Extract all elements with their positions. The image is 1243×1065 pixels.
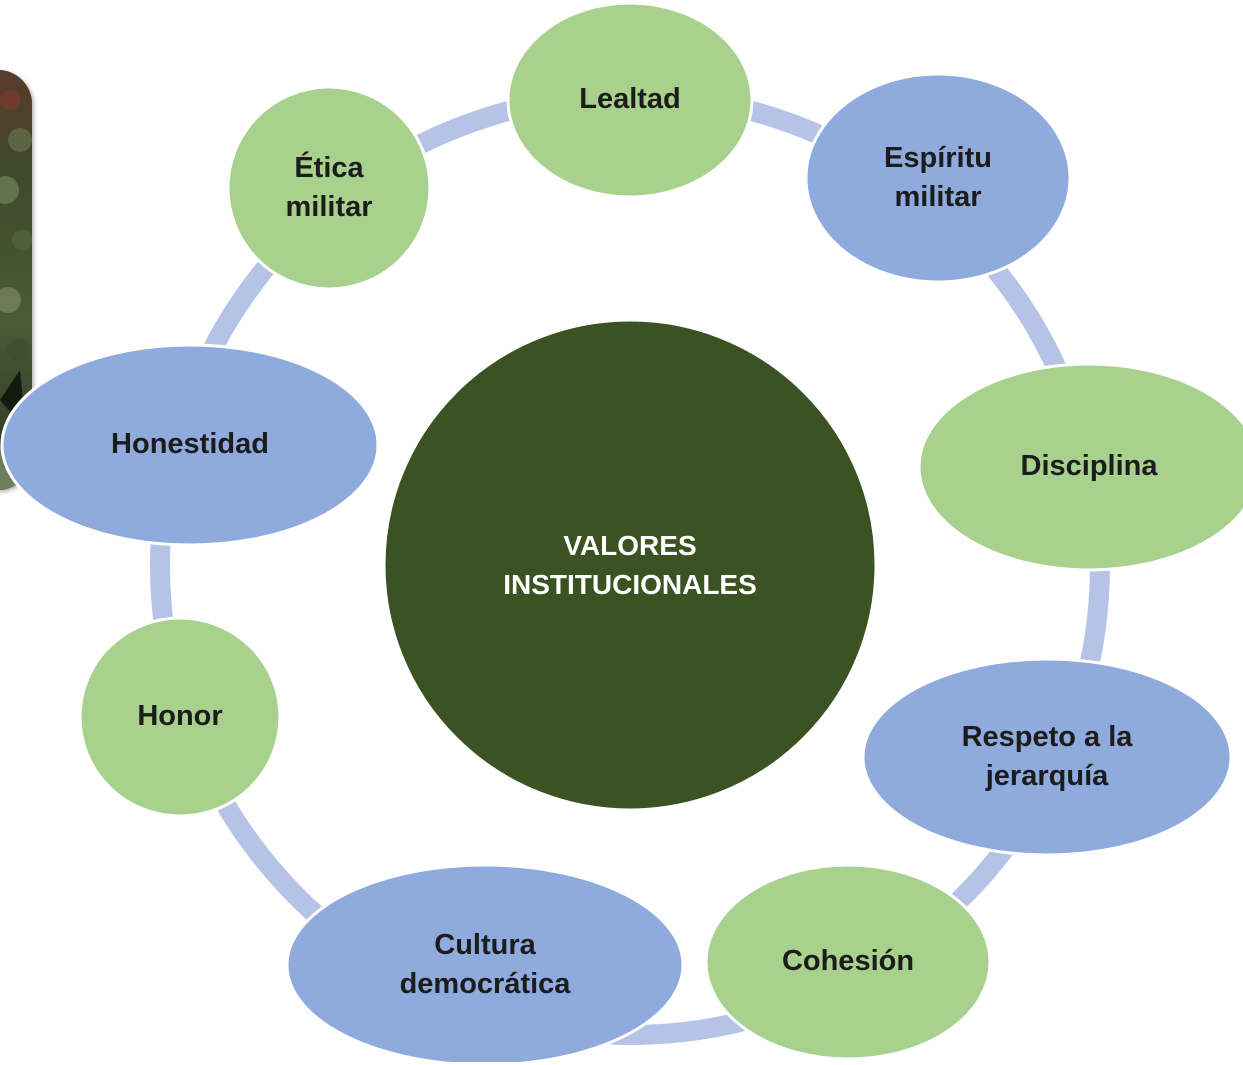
node-cohesion bbox=[704, 863, 992, 1061]
node-respeto-jerarquia bbox=[861, 657, 1233, 857]
node-honor bbox=[78, 616, 282, 818]
background-photo bbox=[0, 70, 32, 490]
node-disciplina bbox=[917, 362, 1243, 572]
node-lealtad bbox=[506, 1, 754, 199]
center-circle bbox=[382, 318, 878, 812]
node-cultura-democratica bbox=[285, 863, 685, 1062]
node-espiritu-militar bbox=[804, 72, 1072, 284]
node-honestidad bbox=[0, 343, 380, 547]
node-etica-militar bbox=[226, 85, 432, 291]
